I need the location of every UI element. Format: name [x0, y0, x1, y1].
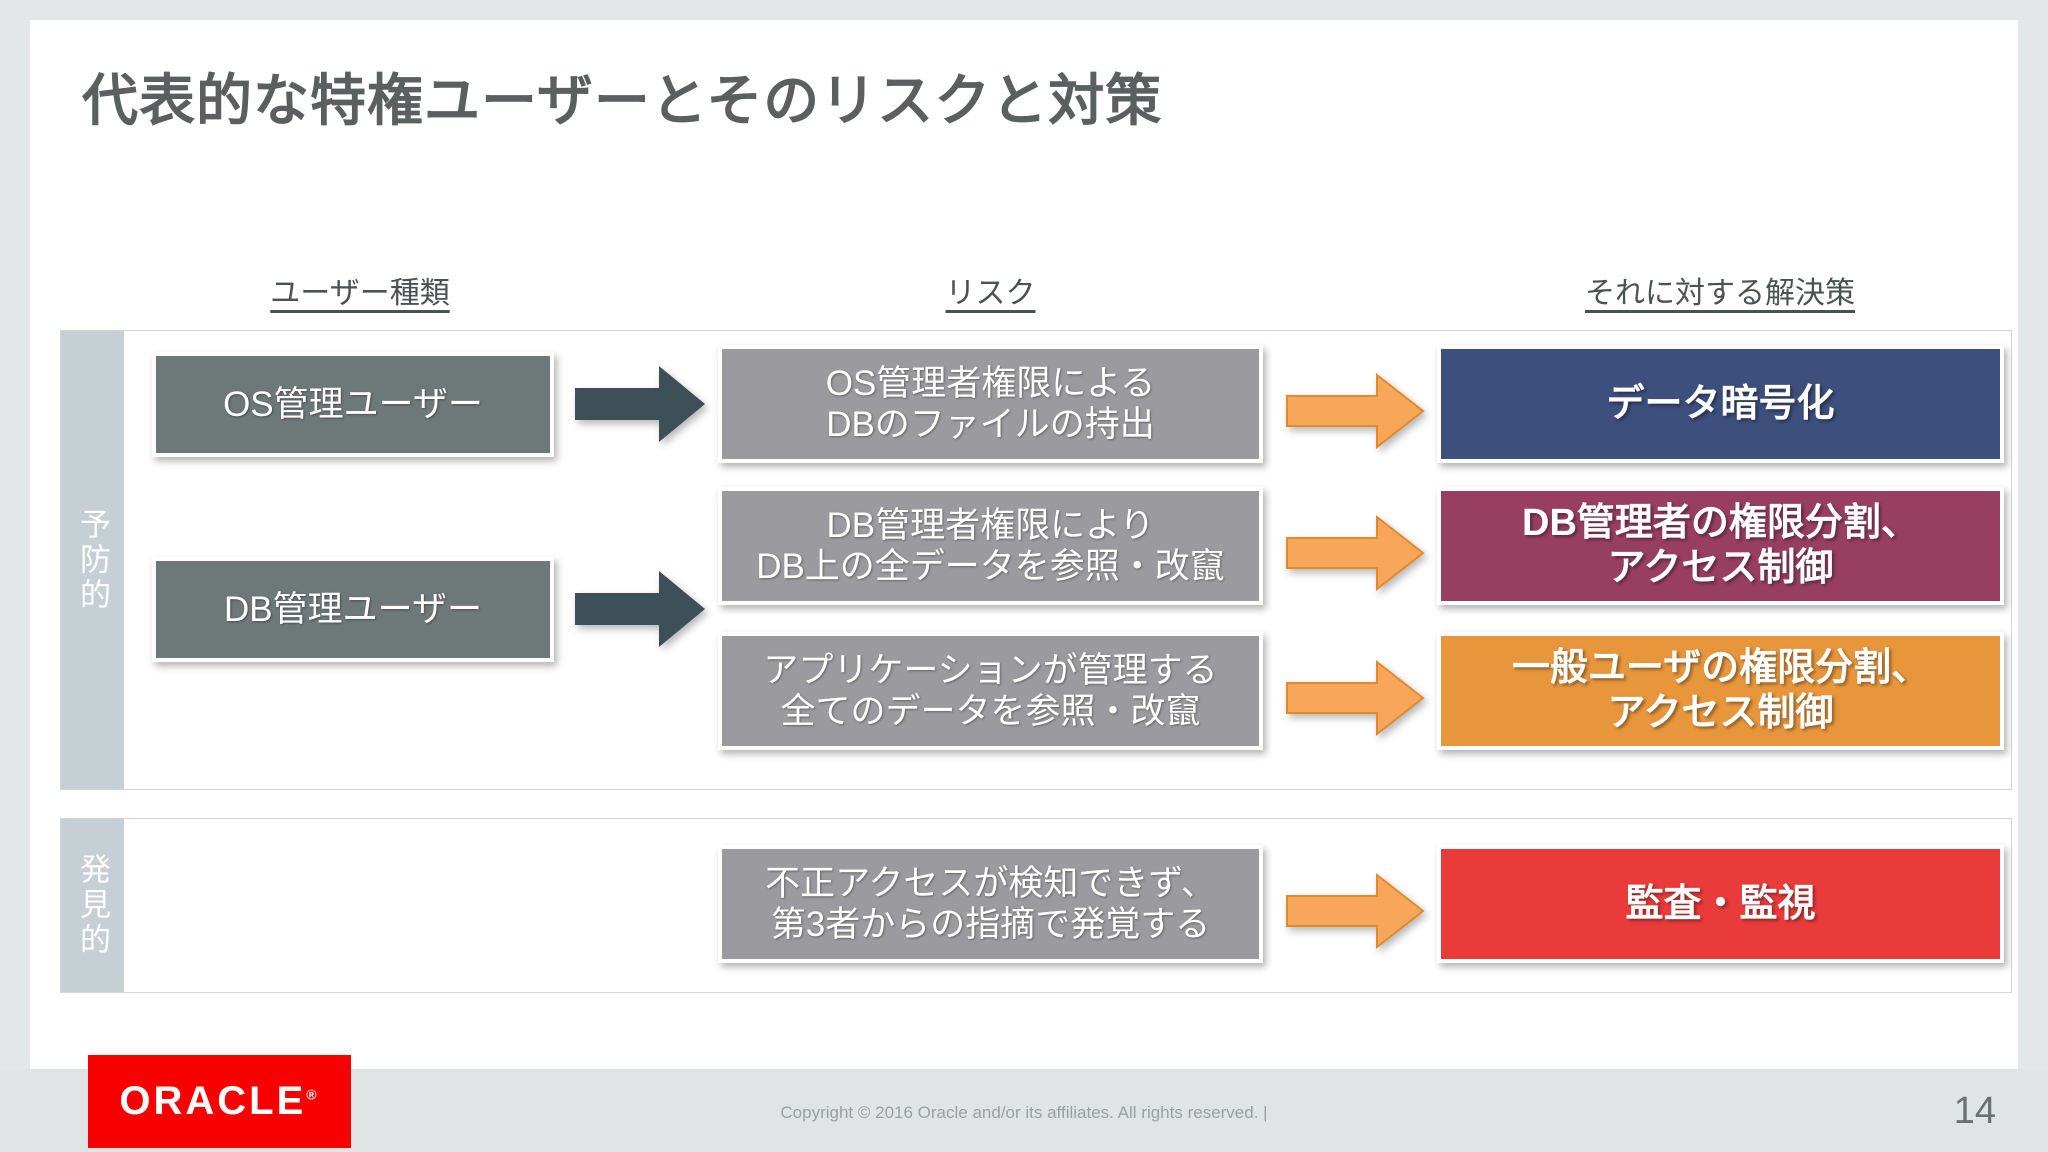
risk-box-1[interactable]: OS管理者権限による DBのファイルの持出: [718, 345, 1263, 463]
solution-box-4-line1: 監査・監視: [1625, 882, 1816, 925]
solution-box-2[interactable]: DB管理者の権限分割、 アクセス制御: [1437, 487, 2004, 605]
page-number: 14: [1953, 1090, 1996, 1132]
arrow-right-orange-icon: [1285, 872, 1425, 950]
solution-box-4[interactable]: 監査・監視: [1437, 845, 2004, 963]
column-header-risk: リスク: [945, 277, 1036, 310]
risk-box-1-line1: OS管理者権限による: [825, 363, 1156, 403]
section-band-detective: 発見的: [61, 819, 124, 992]
risk-box-2-line1: DB管理者権限により: [826, 505, 1155, 545]
solution-box-3[interactable]: 一般ユーザの権限分割、 アクセス制御: [1437, 632, 2004, 750]
arrow-right-dark-icon: [575, 567, 705, 651]
solution-box-3-line1: 一般ユーザの権限分割、: [1511, 647, 1930, 690]
risk-box-4[interactable]: 不正アクセスが検知できず、 第3者からの指摘で発覚する: [718, 845, 1263, 963]
solution-box-2-line2: アクセス制御: [1607, 547, 1834, 589]
arrow-right-orange-icon: [1285, 372, 1425, 450]
section-band-label-preventive: 予防的: [75, 507, 110, 613]
column-header-user-type: ユーザー種類: [270, 277, 450, 310]
risk-box-3-line1: アプリケーションが管理する: [763, 650, 1218, 690]
oracle-wordmark-text: ORACLE: [119, 1079, 307, 1123]
user-box-os-admin[interactable]: OS管理ユーザー: [152, 352, 554, 457]
user-box-db-admin-label: DB管理ユーザー: [224, 589, 482, 629]
risk-box-4-line2: 第3者からの指摘で発覚する: [770, 905, 1211, 944]
risk-box-3-line2: 全てのデータを参照・改竄: [780, 692, 1201, 731]
user-box-os-admin-label: OS管理ユーザー: [223, 384, 483, 424]
solution-box-1[interactable]: データ暗号化: [1437, 345, 2004, 463]
user-box-db-admin[interactable]: DB管理ユーザー: [152, 557, 554, 662]
risk-box-4-line1: 不正アクセスが検知できず、: [765, 863, 1216, 903]
solution-box-3-line2: アクセス制御: [1607, 692, 1834, 734]
risk-box-2-line2: DB上の全データを参照・改竄: [756, 547, 1225, 586]
risk-box-3[interactable]: アプリケーションが管理する 全てのデータを参照・改竄: [718, 632, 1263, 750]
arrow-right-dark-icon: [575, 362, 705, 446]
column-header-solution: それに対する解決策: [1585, 277, 1855, 310]
copyright-notice: Copyright © 2016 Oracle and/or its affil…: [780, 1103, 1268, 1122]
arrow-right-orange-icon: [1285, 514, 1425, 592]
section-band-label-detective: 発見的: [75, 853, 110, 958]
page-title: 代表的な特権ユーザーとそのリスクと対策: [82, 69, 1163, 132]
solution-box-1-line1: データ暗号化: [1606, 382, 1835, 425]
arrow-right-orange-icon: [1285, 659, 1425, 737]
risk-box-2[interactable]: DB管理者権限により DB上の全データを参照・改竄: [718, 487, 1263, 605]
risk-box-1-line2: DBのファイルの持出: [826, 405, 1155, 444]
oracle-wordmark: ORACLE®: [119, 1079, 319, 1124]
registered-trademark-icon: ®: [306, 1086, 320, 1103]
section-band-preventive: 予防的: [61, 331, 124, 789]
solution-box-2-line1: DB管理者の権限分割、: [1522, 502, 1919, 545]
oracle-logo: ORACLE®: [88, 1055, 351, 1148]
